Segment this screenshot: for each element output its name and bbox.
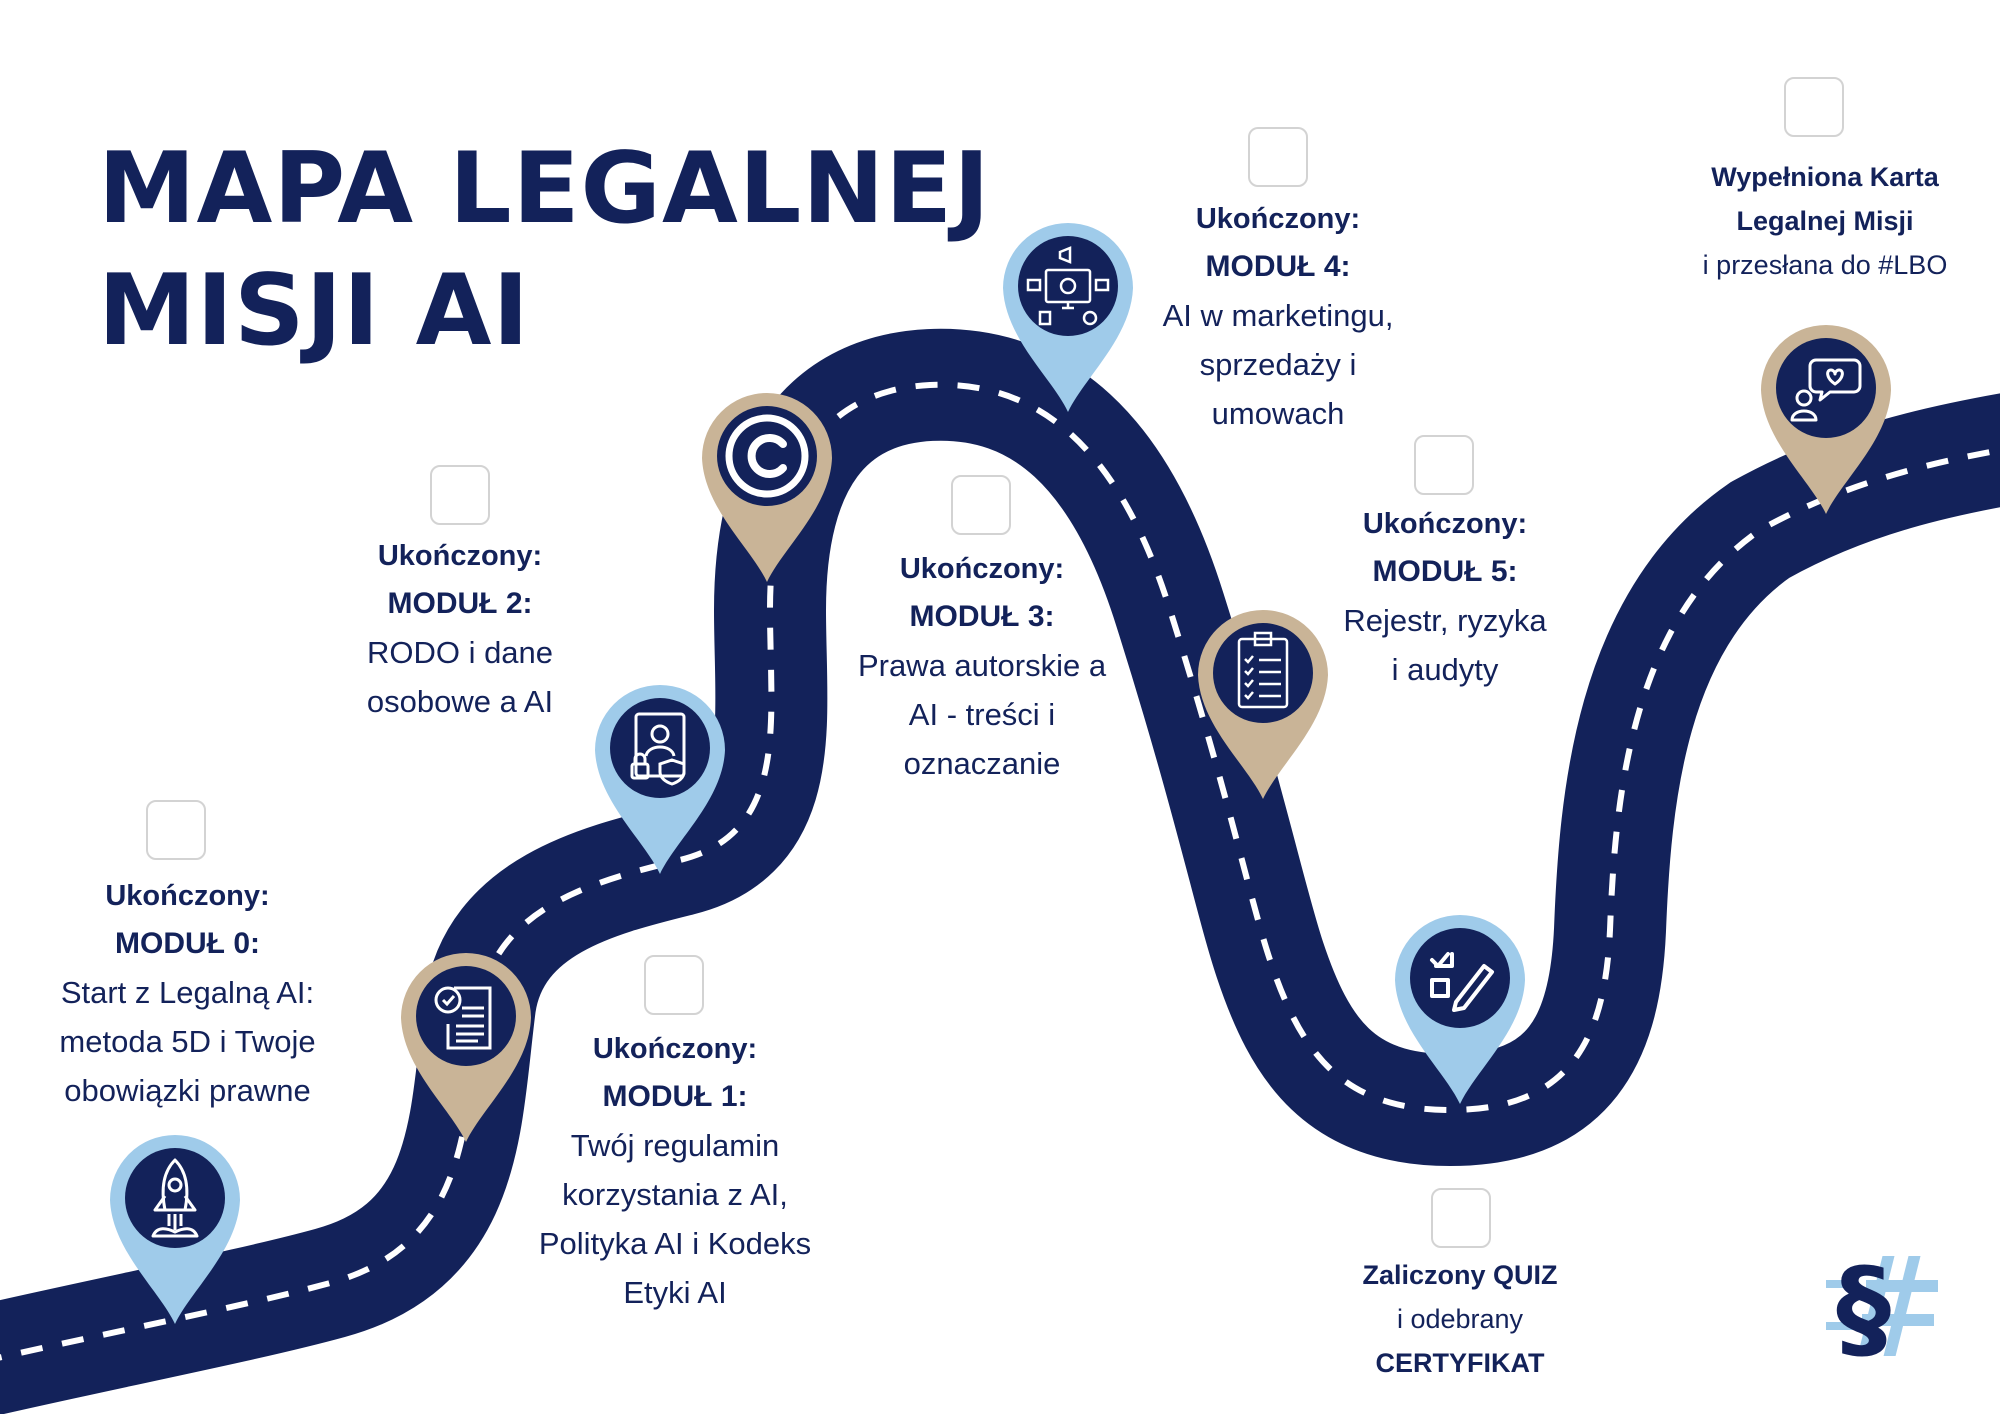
rocket-icon	[151, 1158, 199, 1238]
module-desc-line: osobowe a AI	[366, 684, 554, 719]
module-desc-line: Prawa autorskie a	[857, 648, 1107, 683]
module-name: MODUŁ 4:	[1205, 250, 1351, 283]
quiz-line-3: CERTYFIKAT	[1375, 1348, 1545, 1378]
module-name: MODUŁ 0:	[115, 927, 260, 960]
status-text: Ukończony:	[1195, 203, 1361, 235]
title-line-1: MAPA LEGALNEJ	[98, 132, 991, 246]
marketing-monitor-icon	[1026, 246, 1110, 326]
quiz-label: Zaliczony QUIZ i odebrany CERTYFIKAT	[1325, 1253, 1595, 1385]
milestone-label-3: Ukończony: MODUŁ 3: Prawa autorskie a AI…	[842, 545, 1122, 788]
svg-text:§: §	[1836, 1250, 1891, 1360]
status-text: Ukończony:	[899, 553, 1065, 585]
final-line-2: Legalnej Misji	[1736, 206, 1914, 236]
pin-module-4	[1003, 222, 1133, 412]
milestone-label-5: Ukończony: MODUŁ 5: Rejestr, ryzyka i au…	[1310, 500, 1580, 694]
module-desc-line: Polityka AI i Kodeks	[538, 1226, 812, 1261]
module-desc-line: Etyki AI	[623, 1275, 727, 1310]
module-desc-line: korzystania z AI,	[562, 1177, 788, 1212]
pin-final	[1761, 324, 1891, 514]
module-desc-line: metoda 5D i Twoje	[59, 1024, 316, 1059]
pin-module-5	[1198, 609, 1328, 799]
checkbox-module-1[interactable]	[644, 955, 704, 1015]
module-desc-line: obowiązki prawne	[64, 1073, 311, 1108]
checkbox-module-4[interactable]	[1248, 127, 1308, 187]
status-text: Ukończony:	[592, 1033, 758, 1065]
pin-module-0	[109, 1134, 240, 1324]
module-desc-line: oznaczanie	[903, 746, 1061, 781]
final-line-3: i przesłana do #LBO	[1702, 250, 1948, 280]
personal-data-protection-icon	[630, 712, 686, 786]
checkbox-module-5[interactable]	[1414, 435, 1474, 495]
quiz-checklist-pen-icon	[1430, 952, 1494, 1012]
module-desc-line: Rejestr, ryzyka	[1343, 603, 1547, 638]
module-desc-line: AI - treści i	[908, 697, 1056, 732]
module-desc-line: Start z Legalną AI:	[60, 975, 315, 1010]
checkbox-module-3[interactable]	[951, 475, 1011, 535]
module-name: MODUŁ 2:	[387, 587, 533, 620]
milestone-label-2: Ukończony: MODUŁ 2: RODO i dane osobowe …	[335, 532, 585, 726]
pin-quiz	[1395, 914, 1525, 1104]
checkbox-module-0[interactable]	[146, 800, 206, 860]
quiz-line-1: Zaliczony QUIZ	[1362, 1260, 1558, 1290]
module-name: MODUŁ 5:	[1372, 555, 1518, 588]
page-title: MAPA LEGALNEJ MISJI AI	[98, 128, 991, 372]
checklist-icon	[1237, 631, 1289, 709]
module-desc-line: Twój regulamin	[570, 1128, 780, 1163]
copyright-icon	[725, 414, 809, 498]
pin-module-3	[702, 392, 832, 582]
module-desc-line: sprzedaży i	[1199, 347, 1357, 382]
module-name: MODUŁ 3:	[909, 600, 1055, 633]
quiz-line-2: i odebrany	[1396, 1304, 1524, 1334]
checkbox-final[interactable]	[1784, 77, 1844, 137]
title-line-2: MISJI AI	[98, 254, 530, 368]
module-desc-line: AI w marketingu,	[1162, 298, 1394, 333]
certificate-document-icon	[434, 986, 492, 1050]
module-desc-line: i audyty	[1391, 652, 1499, 687]
module-desc-line: RODO i dane	[366, 635, 554, 670]
milestone-label-4: Ukończony: MODUŁ 4: AI w marketingu, spr…	[1128, 195, 1428, 438]
pin-module-1	[401, 952, 531, 1142]
checkbox-quiz[interactable]	[1431, 1188, 1491, 1248]
final-line-1: Wypełniona Karta	[1711, 162, 1939, 192]
milestone-label-0: Ukończony: MODUŁ 0: Start z Legalną AI: …	[30, 872, 345, 1115]
checkbox-module-2[interactable]	[430, 465, 490, 525]
status-text: Ukończony:	[105, 880, 270, 912]
module-name: MODUŁ 1:	[602, 1080, 748, 1113]
status-text: Ukończony:	[377, 540, 543, 572]
final-label: Wypełniona Karta Legalnej Misji i przesł…	[1670, 155, 1980, 287]
status-text: Ukończony:	[1362, 508, 1528, 540]
module-desc-line: umowach	[1211, 396, 1345, 431]
paragraph-hash-logo: §	[1826, 1250, 1938, 1360]
chat-heart-user-icon	[1790, 358, 1862, 422]
milestone-label-1: Ukończony: MODUŁ 1: Twój regulamin korzy…	[520, 1025, 830, 1317]
pin-module-2	[595, 684, 725, 874]
